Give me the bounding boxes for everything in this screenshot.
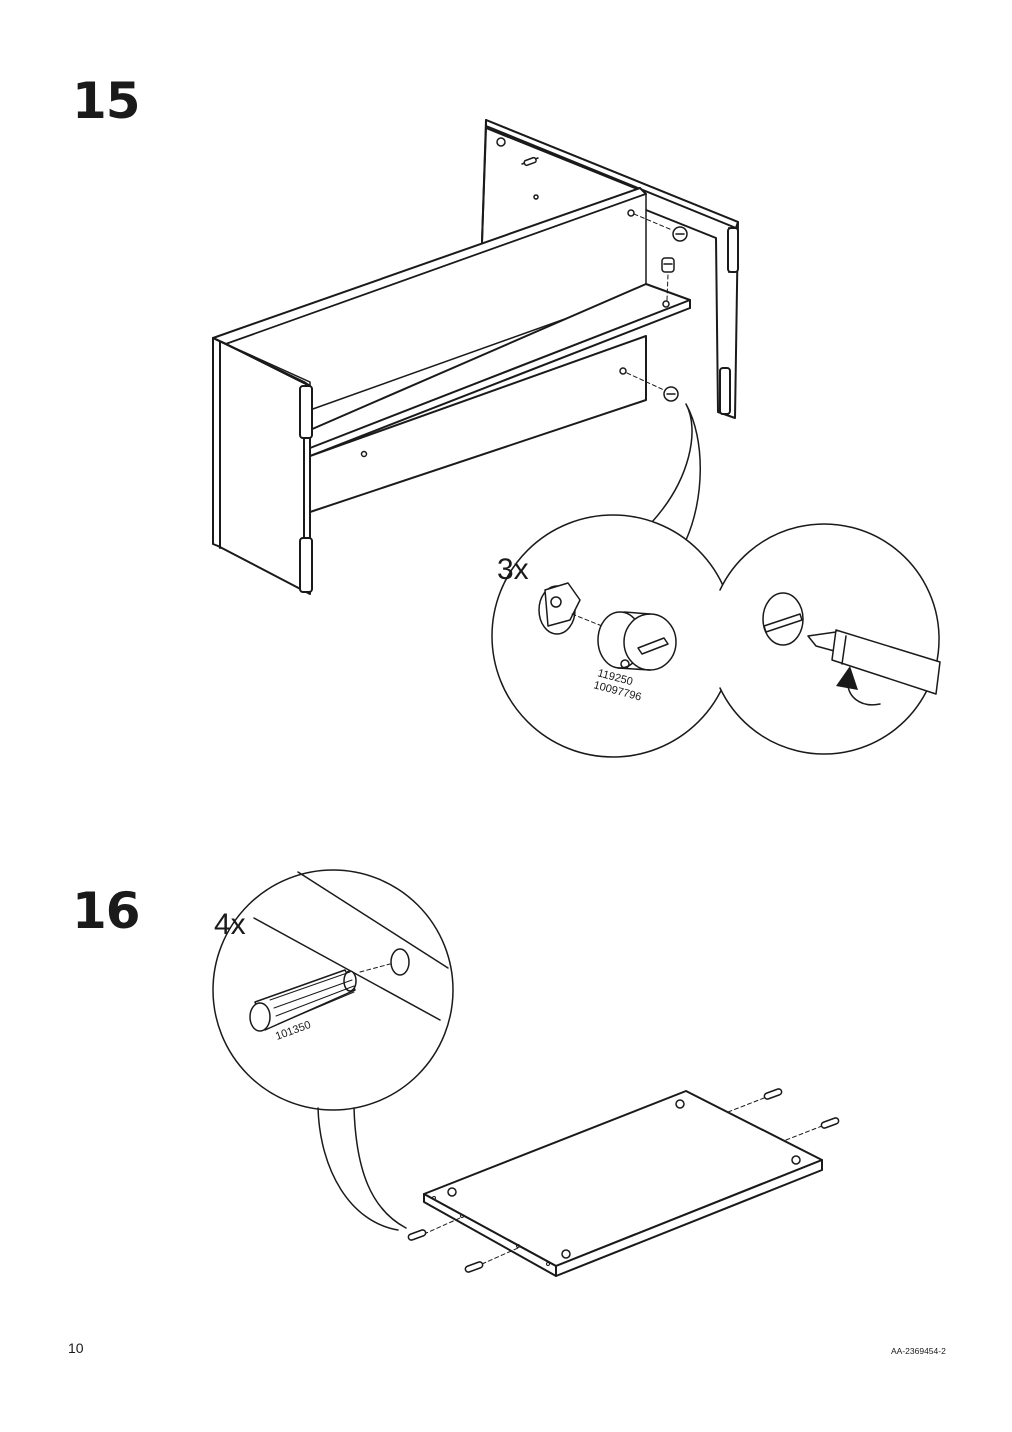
page-number: 10 (68, 1340, 84, 1356)
screwdriver-detail-circle (719, 523, 941, 755)
cam-bolt-top (521, 156, 539, 167)
cam-lock-middle (661, 257, 675, 273)
screwdriver-icon (807, 629, 941, 695)
step-15-illustration: 3x 119250 10097796 (212, 119, 941, 758)
board-panel (423, 1090, 823, 1277)
cam-lock-detail-circle (491, 514, 735, 758)
callout-leader-16 (317, 1107, 407, 1231)
middle-shelf (309, 257, 691, 457)
step-15-quantity: 3x (497, 553, 529, 586)
document-code: AA-2369454-2 (891, 1346, 946, 1356)
dowel-detail-circle (212, 869, 454, 1111)
rotation-arrow-icon (836, 666, 881, 706)
cam-lock-lower (663, 386, 679, 402)
step-16-quantity: 4x (214, 908, 246, 941)
callout-leader (651, 403, 701, 541)
step-15-number: 15 (72, 72, 141, 130)
cam-slot (762, 592, 804, 646)
cam-lock-fitting (597, 611, 677, 671)
dowels (407, 1088, 840, 1273)
inner-back-wall (225, 193, 688, 411)
part-number-101350: 101350 (274, 1019, 313, 1043)
left-side-panel (212, 337, 313, 595)
back-panel (481, 119, 739, 419)
hole-diagram (538, 582, 581, 635)
cam-lock-upper (672, 226, 688, 242)
step-16-number: 16 (72, 882, 141, 940)
